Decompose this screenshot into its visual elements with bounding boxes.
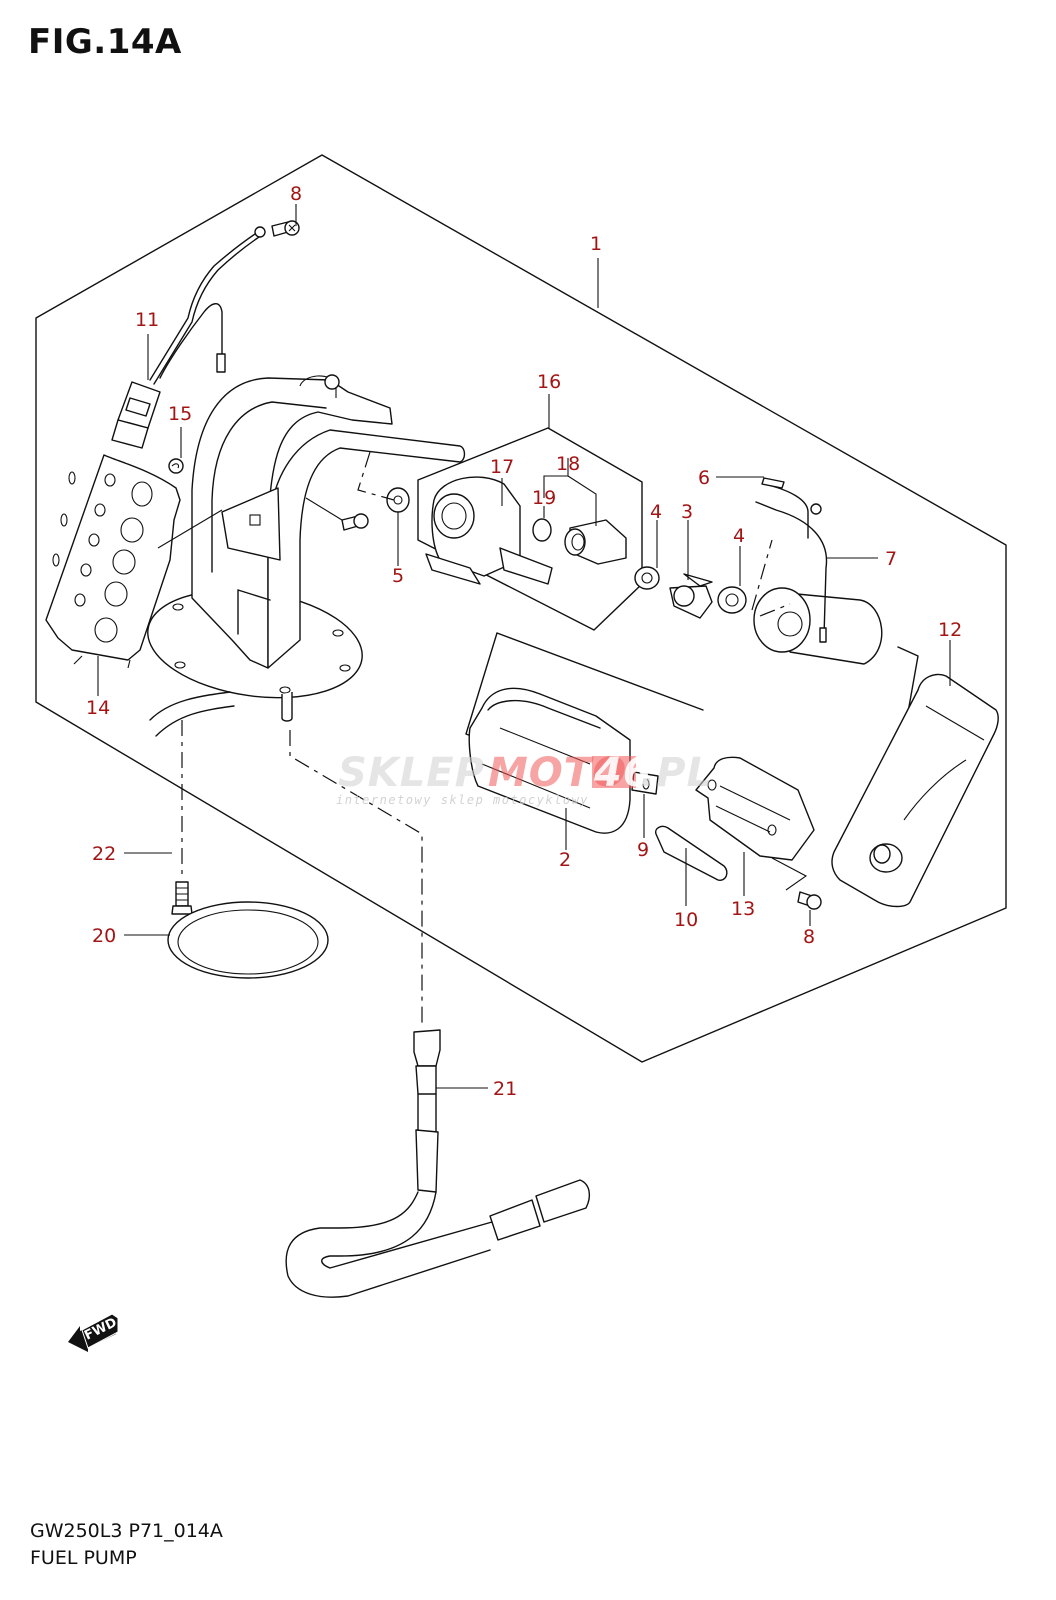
fuel-pump-frame [191, 374, 466, 669]
wiring-harness-11 [111, 226, 266, 449]
callout-2[interactable]: 2 [559, 849, 571, 871]
callout-5[interactable]: 5 [392, 565, 404, 587]
washer-4-right [717, 586, 747, 614]
screw-mounting [157, 497, 369, 549]
forward-arrow-icon: FWD [68, 1313, 120, 1352]
callout-17[interactable]: 17 [490, 456, 514, 478]
subassembly-boundary-16 [417, 427, 643, 631]
holder-13 [695, 756, 815, 861]
callout-8-top[interactable]: 8 [290, 183, 302, 205]
callout-9[interactable]: 9 [637, 839, 649, 861]
fitting-18 [564, 519, 627, 565]
fuel-hose-21 [285, 730, 591, 1298]
assembly-boundary [35, 154, 1007, 1063]
callout-20[interactable]: 20 [92, 925, 116, 947]
o-ring-19 [532, 518, 552, 542]
screw-8-top [271, 220, 300, 237]
pressure-regulator-17 [425, 476, 553, 585]
perforated-cover-14 [45, 454, 181, 669]
callout-11[interactable]: 11 [135, 309, 159, 331]
bolt-22 [171, 720, 193, 915]
callout-12[interactable]: 12 [938, 619, 962, 641]
diagram-model-code: GW250L3 P71_014A [30, 1520, 223, 1542]
washer-5 [357, 451, 410, 513]
watermark-brand-suffix: .PL [640, 750, 713, 796]
figure-title: FIG.14A [28, 22, 182, 62]
screw-8-bottom [771, 857, 822, 910]
callout-4-left[interactable]: 4 [650, 501, 662, 523]
watermark-brand-num: 46 [593, 750, 652, 796]
callout-1[interactable]: 1 [590, 233, 602, 255]
callout-8-bottom[interactable]: 8 [803, 926, 815, 948]
callout-14[interactable]: 14 [86, 697, 110, 719]
callout-4-right[interactable]: 4 [733, 525, 745, 547]
watermark-tagline: internetowy sklep motocyklowy [336, 793, 589, 807]
watermark-brand-prefix: SKLEP [338, 750, 485, 796]
callout-6[interactable]: 6 [698, 467, 710, 489]
lead-wire-6 [761, 477, 785, 489]
callout-16[interactable]: 16 [537, 371, 561, 393]
pump-holder-2 [468, 687, 631, 834]
callout-3[interactable]: 3 [681, 501, 693, 523]
callout-10[interactable]: 10 [674, 909, 698, 931]
callout-21[interactable]: 21 [493, 1078, 517, 1100]
callout-22[interactable]: 22 [92, 843, 116, 865]
diagram-assembly-name: FUEL PUMP [30, 1547, 137, 1569]
gasket-20 [167, 901, 329, 979]
cushion-10 [655, 825, 728, 881]
callout-15[interactable]: 15 [168, 403, 192, 425]
filter-3 [669, 573, 713, 619]
callout-19[interactable]: 19 [532, 487, 556, 509]
callout-numbers: 1 2 3 4 4 5 6 7 8 8 9 10 11 12 13 14 15 … [86, 183, 962, 1100]
fuel-pump-motor-7 [751, 483, 883, 665]
clip-15 [168, 458, 184, 474]
leader-lines [97, 204, 951, 1089]
fuel-filter-12 [831, 673, 999, 908]
callout-7[interactable]: 7 [885, 548, 897, 570]
washer-4-left [634, 566, 660, 590]
watermark: SKLEP MOTO 46 .PL internetowy sklep moto… [336, 750, 713, 807]
pump-bracket-frame [465, 632, 919, 871]
callout-13[interactable]: 13 [731, 898, 755, 920]
callout-18[interactable]: 18 [556, 453, 580, 475]
